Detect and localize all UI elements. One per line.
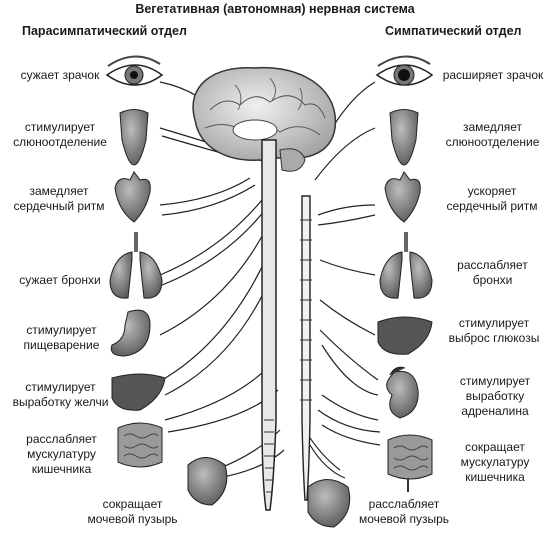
left-heart-icon <box>114 171 151 223</box>
left-intestine-icon <box>117 422 163 468</box>
right-bladder-icon <box>307 479 351 528</box>
right-tongue-icon <box>389 109 419 166</box>
brain-icon <box>192 66 337 172</box>
diagram-title: Вегетативная (автономная) нервная систем… <box>135 2 415 16</box>
left-liver-icon <box>111 373 166 411</box>
parasympathetic-heading: Парасимпатический отдел <box>22 24 187 38</box>
right-eye-icon <box>375 55 434 86</box>
right-kidney-icon <box>386 366 419 419</box>
right-lungs-icon <box>379 232 433 299</box>
spinal-cord-sympathetic <box>300 195 312 501</box>
nerve-lines <box>159 81 381 479</box>
left-tongue-icon <box>119 109 149 166</box>
left-bladder-icon <box>187 457 228 506</box>
left-stomach-icon <box>110 309 151 357</box>
para-label-eye: сужает зрачок <box>20 68 100 82</box>
para-label-lungs: сужает бронхи <box>19 273 101 287</box>
left-eye-icon <box>105 55 164 86</box>
left-lungs-icon <box>109 232 163 299</box>
right-liver-icon <box>377 316 433 355</box>
sympathetic-heading: Симпатический отдел <box>385 24 522 38</box>
symp-label-eye: расширяет зрачок <box>442 68 544 82</box>
right-heart-icon <box>384 171 421 223</box>
right-intestine-icon <box>387 434 433 492</box>
spinal-cord-parasympathetic <box>261 139 277 511</box>
